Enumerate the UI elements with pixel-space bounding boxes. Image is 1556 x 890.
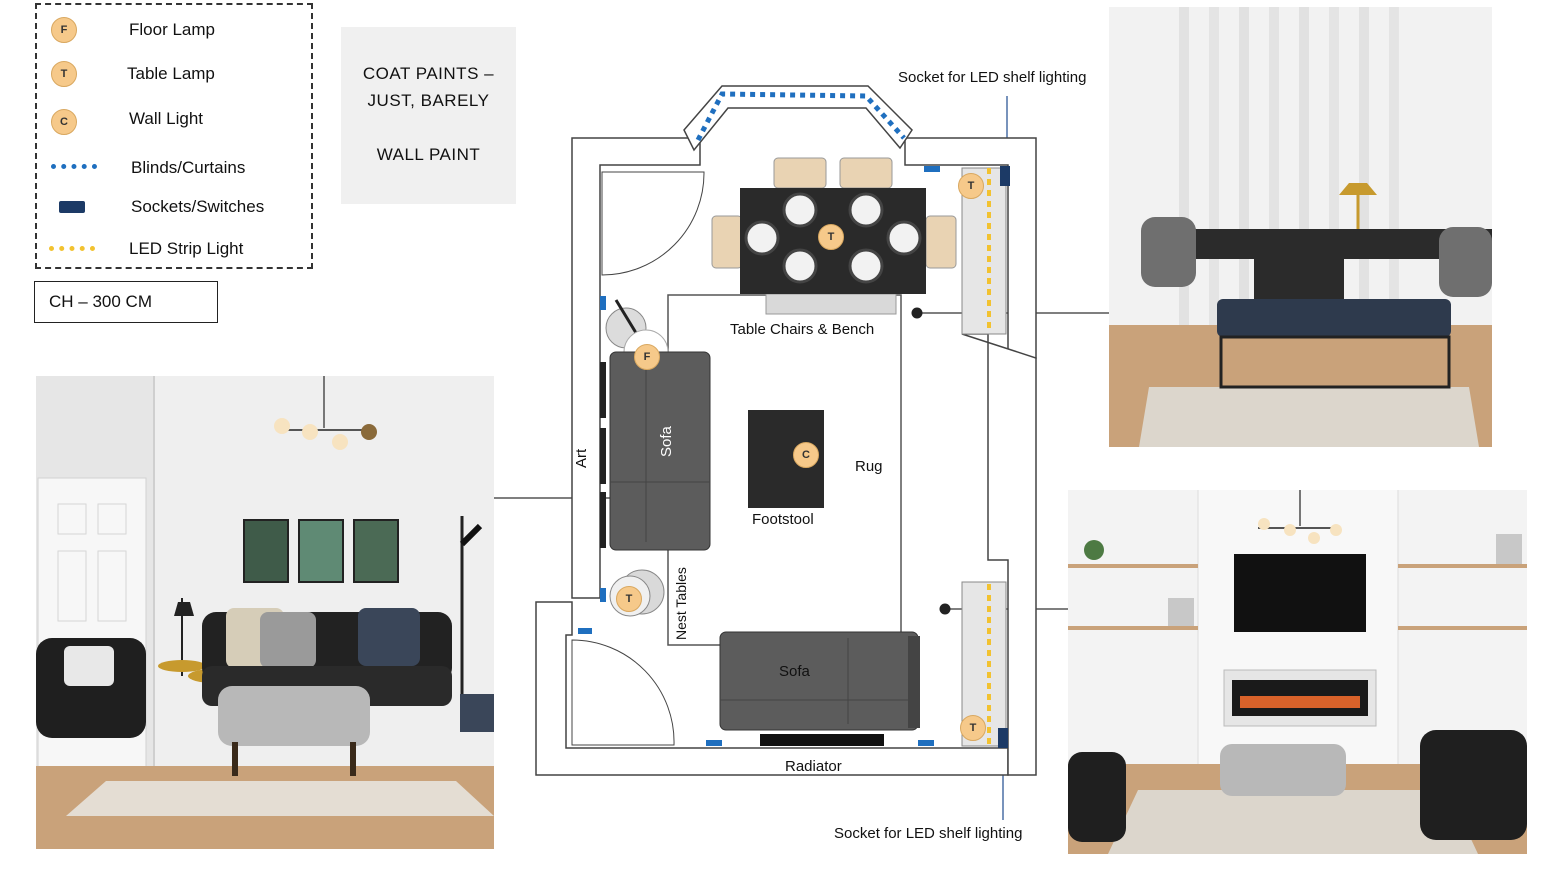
legend-label-sockets: Sockets/Switches [131, 197, 265, 216]
legend-row-led: LED Strip Light [37, 234, 311, 264]
legend-label-wall-light: Wall Light [129, 109, 204, 128]
plan-wall-light-badge: C [793, 442, 819, 468]
plan-table-lamp-badge-bottom: T [960, 715, 986, 741]
legend-row-wall-light: C Wall Light [37, 106, 311, 136]
legend: F Floor Lamp T Table Lamp C Wall Light B… [35, 3, 313, 269]
legend-row-floor-lamp: F Floor Lamp [37, 15, 311, 45]
label-socket-top: Socket for LED shelf lighting [898, 69, 1087, 86]
floor-lamp-badge-icon: F [51, 17, 77, 43]
legend-row-blinds: Blinds/Curtains [37, 152, 311, 182]
plan-table-lamp-badge-top: T [958, 173, 984, 199]
label-rug: Rug [855, 458, 883, 475]
media-wall-photo [1068, 490, 1527, 854]
plan-table-lamp-badge-nest: T [616, 586, 642, 612]
paint-line-2: JUST, BARELY [367, 91, 490, 110]
legend-label-floor-lamp: Floor Lamp [129, 20, 215, 39]
socket-bottom [998, 728, 1008, 748]
label-socket-bottom: Socket for LED shelf lighting [834, 825, 1023, 842]
living-room-photo [36, 376, 494, 849]
label-art: Art [573, 448, 590, 468]
table-lamp-badge-icon: T [51, 61, 77, 87]
blinds-dotted-line-icon [51, 164, 97, 169]
legend-label-led: LED Strip Light [129, 239, 244, 258]
label-footstool: Footstool [752, 511, 814, 528]
label-sofa-left: Sofa [658, 426, 675, 457]
legend-label-table-lamp: Table Lamp [127, 64, 215, 83]
label-nest-tables: Nest Tables [673, 567, 689, 640]
led-strip-dotted-line-icon [49, 246, 95, 251]
ceiling-height-box: CH – 300 CM [34, 281, 218, 323]
plan-floor-lamp-badge: F [634, 344, 660, 370]
dining-area-photo [1109, 7, 1492, 447]
label-table-chairs-bench: Table Chairs & Bench [730, 321, 875, 338]
label-radiator: Radiator [785, 758, 842, 775]
socket-switch-icon [59, 201, 85, 213]
socket-top [1000, 166, 1010, 186]
plan-table-lamp-badge-centre: T [818, 224, 844, 250]
paint-line-1: COAT PAINTS – [362, 64, 495, 83]
paint-box: COAT PAINTS – JUST, BARELY WALL PAINT [341, 27, 516, 204]
wall-light-badge-icon: C [51, 109, 77, 135]
paint-line-3: WALL PAINT [376, 145, 481, 164]
label-sofa-bottom: Sofa [779, 663, 810, 680]
legend-label-blinds: Blinds/Curtains [131, 158, 246, 177]
legend-row-table-lamp: T Table Lamp [37, 59, 311, 89]
legend-row-sockets: Sockets/Switches [37, 192, 311, 222]
